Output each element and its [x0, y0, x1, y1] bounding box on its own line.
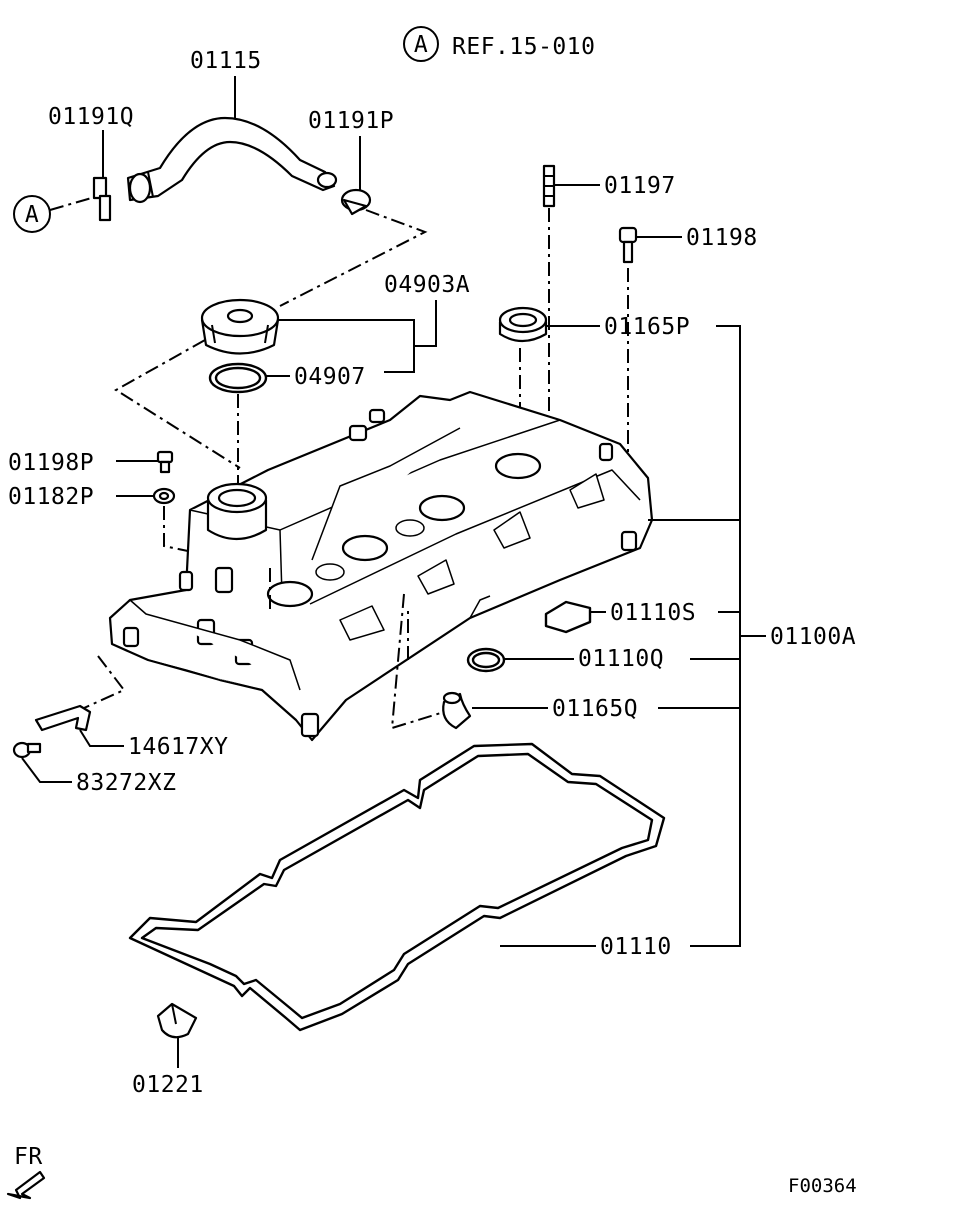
plug-01221 [156, 1002, 198, 1039]
label-04903a: 04903A [384, 272, 470, 298]
label-01182p: 01182P [8, 484, 94, 510]
bolt-01198p [156, 450, 174, 474]
gasket-01110q [466, 647, 506, 673]
front-direction-indicator: FR [6, 1144, 46, 1200]
assembly-bracket-01100a [648, 325, 766, 947]
label-01191p: 01191P [308, 108, 394, 134]
label-01198: 01198 [686, 225, 758, 251]
front-direction-label: FR [14, 1144, 43, 1170]
bolt-01198 [618, 226, 638, 264]
bolt-83272xz [12, 741, 42, 759]
seal-01165q [442, 691, 472, 730]
reference-circle [403, 26, 439, 62]
figure-code: F00364 [788, 1175, 857, 1197]
breather-hose [126, 116, 338, 204]
label-01110: 01110 [600, 934, 672, 960]
callout-a-circle [13, 195, 51, 233]
reference-header: A REF.15-010 [403, 26, 595, 62]
clip-01191q [92, 176, 112, 222]
label-01165p: 01165P [604, 314, 690, 340]
label-01100a: 01100A [770, 624, 856, 650]
seal-01165p [498, 306, 548, 343]
callout-a-letter: A [25, 202, 39, 228]
label-01221: 01221 [132, 1072, 204, 1098]
label-01110q: 01110Q [578, 646, 664, 672]
oil-filler-cap [200, 298, 280, 355]
callout-a: A [13, 195, 96, 233]
gasket-01110 [128, 742, 666, 1032]
washer-01182p [152, 487, 176, 505]
label-14617xy: 14617XY [128, 734, 228, 760]
label-01115: 01115 [190, 48, 262, 74]
stud-01197 [542, 164, 556, 208]
clip-01191p [340, 188, 372, 216]
label-83272xz: 83272XZ [76, 770, 176, 796]
bracket-14617xy [34, 704, 92, 732]
reference-text: REF.15-010 [452, 34, 595, 60]
label-04907: 04907 [294, 364, 366, 390]
gasket-01110s [544, 600, 592, 634]
label-01165q: 01165Q [552, 696, 638, 722]
reference-circle-letter: A [414, 32, 428, 58]
o-ring-04907 [208, 362, 268, 394]
label-01110s: 01110S [610, 600, 696, 626]
label-01198p: 01198P [8, 450, 94, 476]
rocker-cover [108, 390, 654, 742]
label-01191q: 01191Q [48, 104, 134, 130]
label-01197: 01197 [604, 173, 676, 199]
